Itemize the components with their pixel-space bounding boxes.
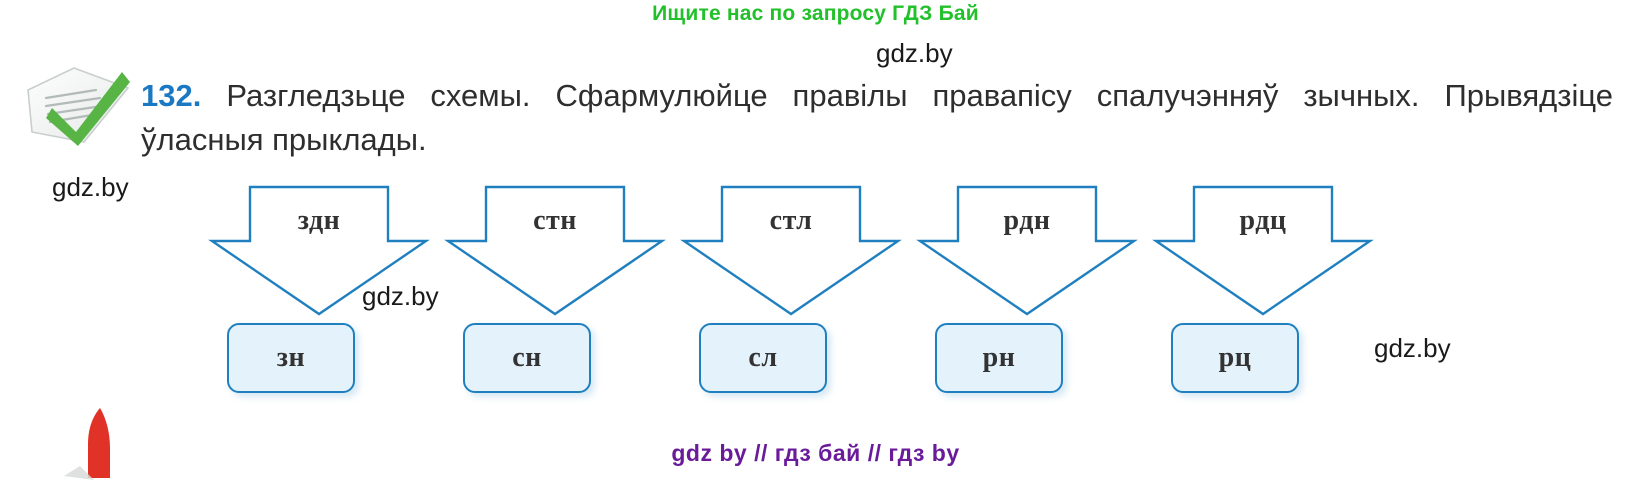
- schema-item: рдн рн: [909, 183, 1145, 408]
- footer-watermark-text: gdz by // гдз бай // гдз by: [671, 440, 960, 466]
- down-arrow-icon: [1145, 183, 1381, 319]
- cluster-result-label: зн: [276, 342, 306, 373]
- cluster-result-box: сн: [463, 323, 591, 393]
- cluster-result-label: сн: [512, 342, 542, 373]
- promo-banner-text: Ищите нас по запросу ГДЗ Бай: [652, 2, 979, 25]
- cluster-result-box: сл: [699, 323, 827, 393]
- schema-item: рдц рц: [1145, 183, 1381, 408]
- red-ribbon-mark: [60, 404, 150, 493]
- exercise-block: 132. Разгледзьце схемы. Сфармулюйце прав…: [141, 74, 1613, 162]
- schema-item: стл сл: [673, 183, 909, 408]
- down-arrow-icon: [437, 183, 673, 319]
- cluster-result-box: зн: [227, 323, 355, 393]
- watermark-left: gdz.by: [52, 172, 129, 202]
- cluster-result-label: рц: [1218, 342, 1252, 373]
- cluster-result-box: рн: [935, 323, 1063, 393]
- cluster-result-label: сл: [748, 342, 778, 373]
- exercise-number: 132.: [141, 78, 202, 113]
- down-arrow-icon: [673, 183, 909, 319]
- cluster-result-box: рц: [1171, 323, 1299, 393]
- watermark-middle: gdz.by: [362, 281, 439, 311]
- exercise-text: 132. Разгледзьце схемы. Сфармулюйце прав…: [141, 74, 1613, 162]
- down-arrow-icon: [201, 183, 437, 319]
- down-arrow-icon: [909, 183, 1145, 319]
- consonant-cluster-schema: здн зн стн сн стл сл: [0, 183, 1631, 408]
- document-check-icon: [18, 62, 138, 150]
- watermark-top: gdz.by: [876, 38, 953, 68]
- cluster-result-label: рн: [982, 342, 1016, 373]
- exercise-instruction: Разгледзьце схемы. Сфармулюйце правілы п…: [141, 78, 1613, 157]
- schema-item: стн сн: [437, 183, 673, 408]
- schema-item: здн зн: [201, 183, 437, 408]
- watermark-right: gdz.by: [1374, 333, 1451, 363]
